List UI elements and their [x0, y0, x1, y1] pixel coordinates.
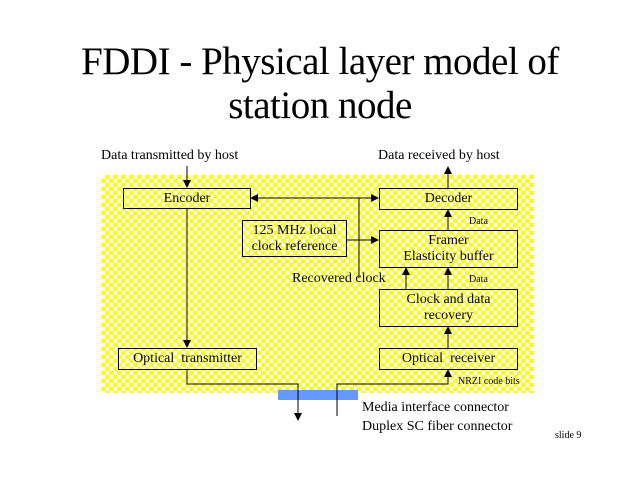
media-interface-connector-bar — [278, 390, 358, 400]
label-media-interface: Media interface connector — [362, 400, 509, 415]
optical-tx-label: Optical transmitter — [133, 351, 242, 366]
framer-line-1: Framer — [428, 233, 469, 248]
framer-block: Framer Elasticity buffer — [379, 230, 518, 268]
wire-tx-to-fiber — [186, 369, 302, 421]
title-line-2: station node — [228, 84, 412, 127]
label-data-framer-decoder: Data — [469, 216, 488, 227]
encoder-label: Encoder — [163, 190, 211, 206]
label-duplex-sc: Duplex SC fiber connector — [362, 419, 513, 434]
clock-ref-line-2: clock reference — [251, 238, 338, 254]
slide-number: slide 9 — [555, 430, 582, 441]
label-data-received: Data received by host — [378, 148, 500, 163]
label-data-transmitted: Data transmitted by host — [101, 148, 239, 163]
encoder-block: Encoder — [123, 188, 251, 209]
slide-title: FDDI - Physical layer model of station n… — [0, 40, 640, 128]
optical-transmitter-block: Optical transmitter — [118, 348, 257, 370]
decoder-label: Decoder — [424, 191, 473, 206]
decoder-block: Decoder — [379, 188, 518, 210]
optical-rx-label: Optical receiver — [401, 351, 496, 366]
wire-fiber-to-rx — [336, 369, 452, 416]
optical-receiver-block: Optical receiver — [379, 348, 518, 370]
cdr-line-2: recovery — [424, 308, 473, 323]
cdr-block: Clock and data recovery — [379, 289, 518, 327]
label-nrzi: NRZI code bits — [458, 376, 520, 387]
clock-reference-block: 125 MHz local clock reference — [242, 220, 347, 257]
title-line-1: FDDI - Physical layer model of — [81, 40, 559, 83]
label-data-cdr-framer: Data — [469, 274, 488, 285]
checkered-background — [101, 175, 533, 393]
label-recovered-clock: Recovered clock — [292, 271, 386, 286]
cdr-line-1: Clock and data — [406, 292, 491, 307]
clock-ref-line-1: 125 MHz local — [252, 222, 337, 238]
framer-line-2: Elasticity buffer — [403, 249, 494, 264]
